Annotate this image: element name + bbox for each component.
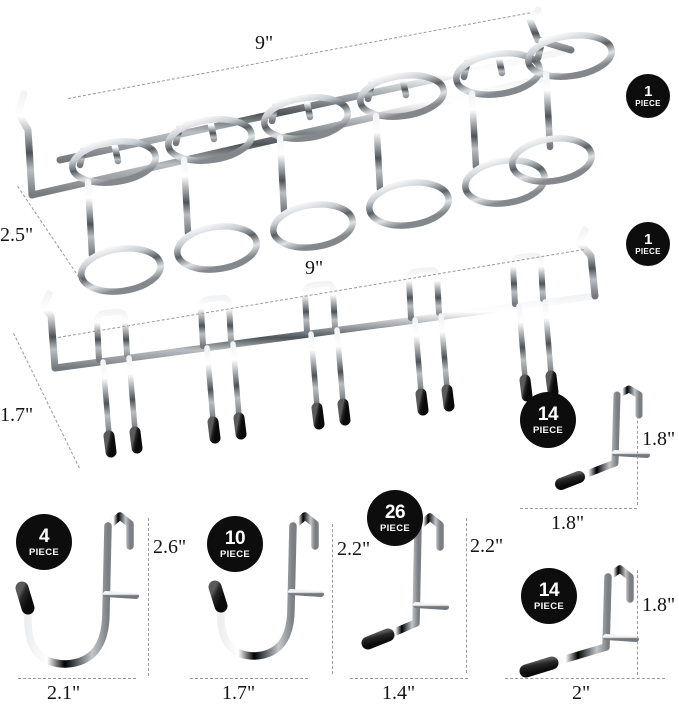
badge-rack2: 1 PIECE — [626, 222, 670, 266]
hook4-height-label: 2.6" — [153, 536, 187, 558]
hook10-height-leader — [332, 524, 333, 674]
hook26-width-leader — [350, 678, 468, 679]
j-hook-medium-artwork — [205, 512, 325, 687]
badge-hook26-unit: PIECE — [379, 522, 410, 534]
hook26-width-label: 1.4" — [382, 682, 416, 704]
hook4-height-leader — [148, 518, 149, 676]
multi-prong-rack-artwork — [25, 198, 605, 478]
rack2-width-label: 9" — [305, 257, 324, 279]
hook14a-height-leader — [637, 390, 638, 505]
rack1-width-label: 9" — [255, 32, 274, 54]
badge-hook14b: 14 PIECE — [521, 568, 577, 624]
hook10-height-label: 2.2" — [337, 538, 371, 560]
hook14b-width-label: 2" — [572, 682, 591, 704]
hook10-width-label: 1.7" — [222, 682, 256, 704]
hook14a-width-leader — [520, 508, 637, 509]
badge-hook14b-count: 14 — [538, 579, 560, 601]
badge-rack1: 1 PIECE — [626, 74, 670, 118]
badge-hook14b-unit: PIECE — [533, 600, 564, 612]
hook4-width-label: 2.1" — [47, 682, 81, 704]
j-hook-large-artwork — [12, 512, 142, 687]
badge-hook4-unit: PIECE — [28, 546, 59, 558]
badge-hook4: 4 PIECE — [16, 514, 72, 570]
badge-hook14a-unit: PIECE — [532, 424, 563, 436]
badge-hook10-unit: PIECE — [219, 548, 250, 560]
hook14a-width-label: 1.8" — [551, 512, 585, 534]
curved-ring-rack-artwork — [14, 6, 615, 295]
badge-hook26: 26 PIECE — [367, 490, 423, 546]
badge-rack1-count: 1 — [644, 83, 652, 100]
hook4-width-leader — [18, 678, 136, 679]
badge-hook14a: 14 PIECE — [520, 392, 576, 448]
hook26-height-leader — [466, 518, 467, 673]
hook14b-height-label: 1.8" — [642, 594, 676, 616]
angled-hook-large-artwork — [555, 385, 665, 500]
angled-hook-wide-artwork — [512, 555, 642, 685]
hook26-height-label: 2.2" — [470, 535, 504, 557]
badge-hook10: 10 PIECE — [207, 516, 263, 572]
badge-hook4-count: 4 — [38, 525, 50, 547]
hook10-width-leader — [190, 678, 308, 679]
badge-hook26-count: 26 — [384, 501, 406, 523]
badge-rack1-unit: PIECE — [635, 99, 661, 108]
rack1-height-label: 2.5" — [0, 224, 34, 246]
hook14b-width-leader — [505, 678, 665, 679]
badge-rack2-unit: PIECE — [635, 247, 661, 256]
badge-rack2-count: 1 — [644, 231, 652, 248]
badge-hook10-count: 10 — [224, 527, 246, 549]
hook14b-height-leader — [637, 570, 638, 675]
hook14a-height-label: 1.8" — [642, 428, 676, 450]
l-hook-small-artwork — [360, 505, 470, 680]
rack2-height-label: 1.7" — [0, 404, 34, 426]
badge-hook14a-count: 14 — [537, 403, 559, 425]
